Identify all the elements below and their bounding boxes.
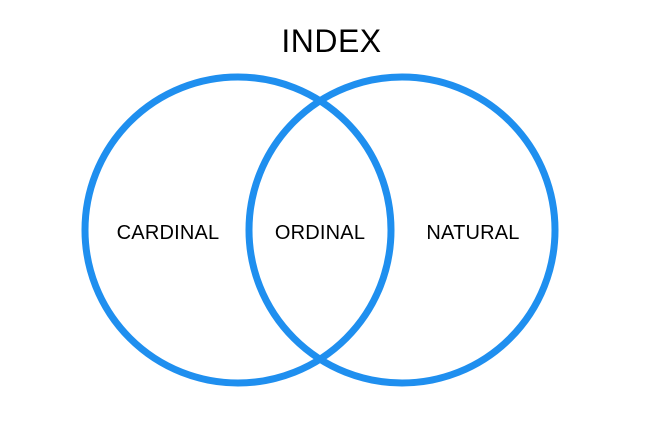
venn-circle-natural — [245, 73, 559, 387]
venn-label-ordinal: ORDINAL — [274, 222, 366, 244]
venn-circle-cardinal — [81, 73, 395, 387]
venn-label-cardinal: CARDINAL — [116, 222, 220, 244]
page-title: INDEX — [281, 23, 382, 59]
venn-label-natural: NATURAL — [426, 222, 520, 244]
